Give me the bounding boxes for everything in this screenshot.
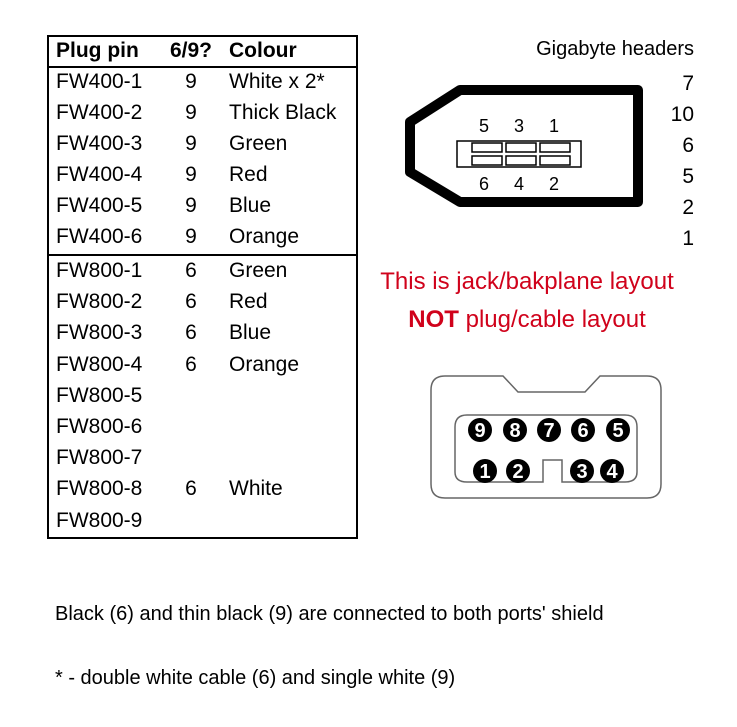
cable-type: 6	[185, 259, 197, 282]
pin-number: 1	[479, 461, 490, 483]
wire-colour: Orange	[229, 352, 300, 376]
wire-colour: White	[229, 477, 283, 501]
pin-number: 2	[512, 461, 523, 483]
table-row: FW800-5	[49, 381, 356, 412]
table-row: FW400-5 9 Blue	[49, 191, 356, 222]
pin-circle	[606, 418, 630, 442]
gigabyte-pin-number: 6	[682, 134, 694, 157]
warning-line-1: This is jack/bakplane layout	[380, 268, 674, 295]
cable-type: 6	[185, 290, 197, 314]
gigabyte-pin-number: 1	[682, 227, 694, 250]
table-row: FW400-3 9 Green	[49, 129, 356, 160]
table-row: FW800-6	[49, 412, 356, 443]
table-row: FW800-8 6 White	[49, 474, 356, 505]
pin-number: 9	[474, 420, 485, 442]
pin-name: FW800-7	[56, 446, 143, 470]
pin-number: 5	[612, 420, 623, 442]
wire-colour: Green	[229, 259, 288, 282]
table-row: FW800-4 6 Orange	[49, 350, 356, 381]
header-type: 6/9?	[169, 39, 213, 62]
pin-circle	[600, 459, 624, 483]
table-divider	[49, 254, 356, 256]
note-shield: Black (6) and thin black (9) are connect…	[55, 603, 604, 625]
pin-circle	[473, 459, 497, 483]
table-header: Plug pin 6/9? Colour	[49, 37, 356, 68]
wire-colour: Green	[229, 132, 288, 155]
pin-number: 6	[577, 420, 588, 442]
wire-colour: Red	[229, 163, 268, 186]
pin-circle	[506, 459, 530, 483]
pin-circle	[571, 418, 595, 442]
pin-label: 6	[479, 174, 489, 194]
cable-type: 6	[185, 477, 197, 501]
table-row: FW800-1 6 Green	[49, 256, 356, 287]
wire-colour: Red	[229, 290, 268, 314]
wire-colour: Blue	[229, 194, 272, 217]
gigabyte-pin-number: 10	[670, 103, 694, 126]
gigabyte-pin-number: 2	[682, 196, 694, 219]
pin-name: FW400-1	[56, 70, 143, 93]
table-row: FW400-6 9 Orange	[49, 222, 356, 253]
warning-not: NOT	[408, 306, 459, 333]
pin-name: FW800-3	[56, 321, 143, 345]
table-row: FW400-4 9 Red	[49, 160, 356, 191]
pin-name: FW400-5	[56, 194, 143, 217]
cable-type: 9	[185, 132, 197, 155]
pin-name: FW800-5	[56, 383, 143, 407]
pin-label: 3	[514, 116, 524, 136]
table-row: FW400-1 9 White x 2*	[49, 67, 356, 98]
table-row: FW800-9	[49, 506, 356, 537]
pin-circle	[503, 418, 527, 442]
wire-colour: Orange	[229, 225, 300, 248]
warning-line-2: NOT plug/cable layout	[337, 306, 717, 334]
cable-type: 9	[185, 194, 197, 217]
pin-name: FW400-3	[56, 132, 143, 155]
warning-rest: plug/cable layout	[458, 306, 646, 333]
pin-name: FW800-1	[56, 259, 143, 282]
table-row: FW800-7	[49, 443, 356, 474]
pin-number: 4	[606, 461, 618, 483]
note-double-white: * - double white cable (6) and single wh…	[55, 667, 456, 689]
wire-colour: White x 2*	[229, 70, 325, 93]
pin-name: FW800-8	[56, 477, 143, 501]
cable-type: 9	[185, 225, 197, 248]
pin-circle	[468, 418, 492, 442]
cable-type: 6	[185, 352, 197, 376]
pin-label: 1	[549, 116, 559, 136]
pin-number: 3	[576, 461, 587, 483]
header-plug-pin: Plug pin	[56, 39, 139, 62]
cable-type: 9	[185, 101, 197, 124]
pin-number: 7	[543, 420, 554, 442]
pin-name: FW800-2	[56, 290, 143, 314]
header-colour: Colour	[229, 39, 297, 62]
cable-type: 9	[185, 163, 197, 186]
pin-circle	[537, 418, 561, 442]
cable-type: 6	[185, 321, 197, 345]
table-row: FW400-2 9 Thick Black	[49, 98, 356, 129]
gigabyte-pin-number: 7	[682, 72, 694, 95]
pin-name: FW400-6	[56, 225, 143, 248]
gigabyte-headers-title: Gigabyte headers	[536, 38, 694, 60]
pin-label: 4	[514, 174, 524, 194]
pin-name: FW400-4	[56, 163, 143, 186]
wire-colour: Thick Black	[229, 101, 337, 124]
pin-circle	[570, 459, 594, 483]
pin-label: 2	[549, 174, 559, 194]
gigabyte-pin-number: 5	[682, 165, 694, 188]
pin-name: FW800-6	[56, 415, 143, 438]
table-row: FW800-3 6 Blue	[49, 318, 356, 349]
fw400-connector-diagram: 5 3 1 6 4 2	[405, 85, 643, 207]
pin-number: 8	[509, 420, 520, 442]
table-row: FW800-2 6 Red	[49, 287, 356, 318]
cable-type: 9	[185, 70, 197, 93]
pin-name: FW800-9	[56, 508, 143, 532]
pin-label: 5	[479, 116, 489, 136]
pin-name: FW400-2	[56, 101, 143, 124]
pin-name: FW800-4	[56, 352, 143, 376]
wire-colour: Blue	[229, 321, 272, 345]
